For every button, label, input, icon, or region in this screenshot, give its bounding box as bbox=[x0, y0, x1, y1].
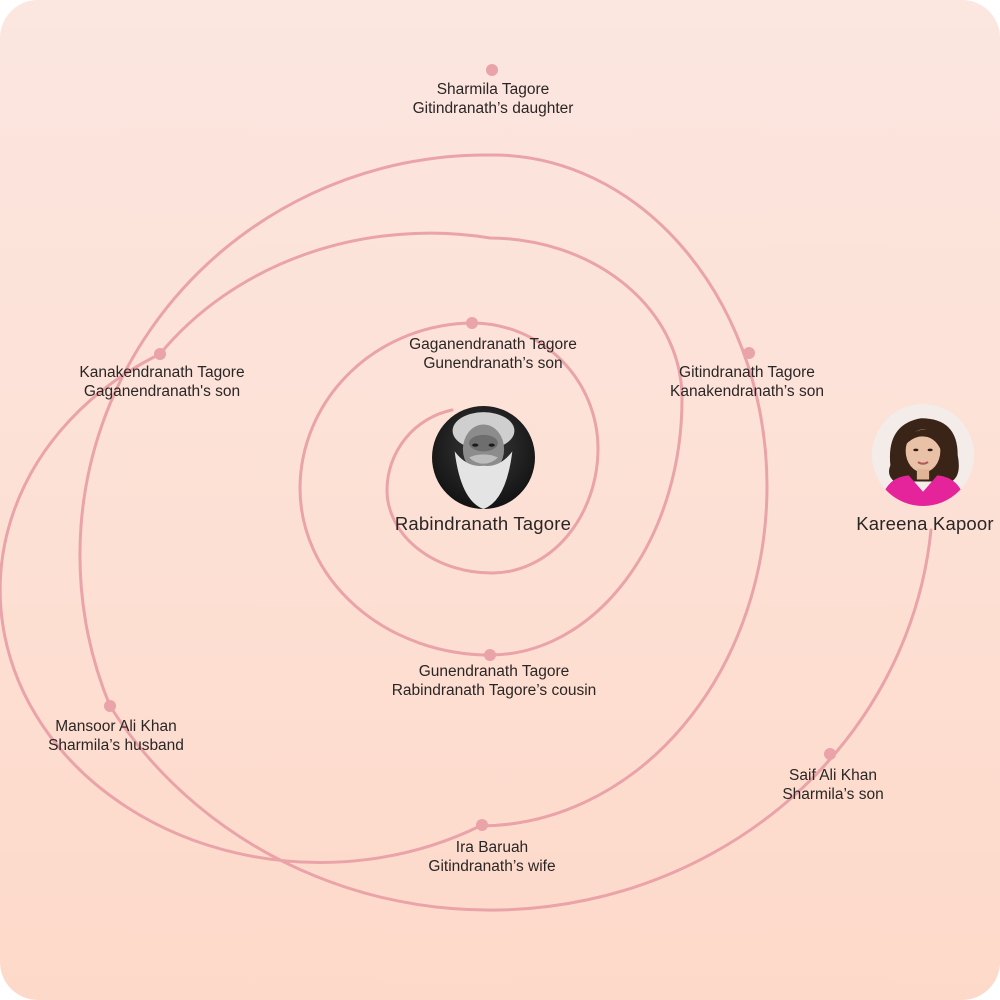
node-label-gitindranath: Gitindranath Tagore Kanakendranath’s son bbox=[670, 363, 824, 401]
node-name: Kanakendranath Tagore bbox=[79, 364, 245, 381]
woman-in-pink-portrait-icon bbox=[872, 404, 974, 506]
node-name: Gaganendranath Tagore bbox=[409, 336, 577, 353]
node-dot-gunendranath bbox=[484, 649, 496, 661]
center-person-name: Rabindranath Tagore bbox=[394, 513, 572, 534]
node-name: Ira Baruah bbox=[455, 839, 529, 856]
connection-spiral bbox=[0, 153, 933, 912]
kareena-avatar bbox=[872, 404, 974, 506]
node-dot-gitindranath bbox=[743, 347, 755, 359]
node-name: Gunendranath Tagore bbox=[418, 663, 570, 680]
node-relation: Rabindranath Tagore’s cousin bbox=[391, 682, 597, 699]
node-relation: Gitindranath’s wife bbox=[428, 858, 556, 875]
node-relation: Gitindranath’s daughter bbox=[412, 100, 574, 117]
node-label-ira: Ira Baruah Gitindranath’s wife bbox=[428, 838, 555, 876]
node-dot-mansoor bbox=[104, 700, 116, 712]
node-label-mansoor: Mansoor Ali Khan Sharmila’s husband bbox=[48, 717, 184, 755]
node-name: Saif Ali Khan bbox=[789, 767, 877, 784]
node-name: Gitindranath Tagore bbox=[679, 364, 815, 381]
node-dot-kanakendranath bbox=[154, 348, 166, 360]
node-relation: Sharmila’s son bbox=[782, 786, 884, 803]
node-label-gaganendranath: Gaganendranath Tagore Gunendranath’s son bbox=[409, 335, 577, 373]
node-name: Mansoor Ali Khan bbox=[55, 718, 177, 735]
node-dot-gaganendranath bbox=[466, 317, 478, 329]
node-label-saif: Saif Ali Khan Sharmila’s son bbox=[782, 766, 883, 804]
node-relation: Kanakendranath’s son bbox=[670, 383, 824, 400]
node-name: Sharmila Tagore bbox=[436, 81, 550, 98]
node-dot-saif bbox=[824, 748, 836, 760]
node-label-kanakendranath: Kanakendranath Tagore Gaganendranath's s… bbox=[79, 363, 244, 401]
node-relation: Gaganendranath's son bbox=[83, 383, 241, 400]
node-label-gunendranath: Gunendranath Tagore Rabindranath Tagore’… bbox=[392, 662, 597, 700]
spiral-node-dots bbox=[104, 64, 836, 831]
bearded-elder-portrait-icon bbox=[432, 406, 535, 509]
node-dot-sharmila bbox=[486, 64, 498, 76]
node-relation: Gunendranath’s son bbox=[423, 355, 563, 372]
node-label-sharmila: Sharmila Tagore Gitindranath’s daughter bbox=[413, 80, 574, 118]
end-person-name: Kareena Kapoor bbox=[856, 513, 994, 534]
node-dot-ira bbox=[476, 819, 488, 831]
rabindranath-avatar bbox=[432, 406, 535, 509]
node-relation: Sharmila’s husband bbox=[48, 737, 184, 754]
